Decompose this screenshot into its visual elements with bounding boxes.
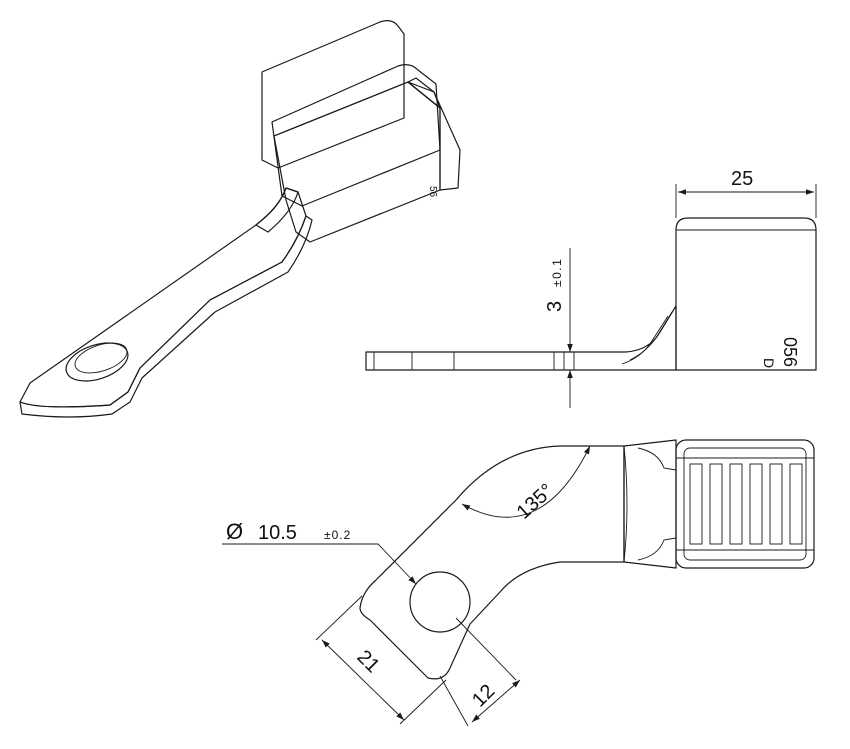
side-plate	[365, 305, 677, 371]
side-mark-prefix: D	[761, 358, 777, 368]
side-mark: 056	[780, 337, 800, 367]
dim-hole-symbol: Ø	[226, 519, 243, 544]
top-terminal	[675, 439, 815, 569]
iso-block-side	[407, 81, 461, 191]
dim-hole-dia: 10.5	[258, 522, 297, 544]
side-view: 056 D 25 3 ±0.1	[365, 168, 817, 408]
iso-neck	[255, 187, 299, 233]
dim-thickness: 3	[544, 301, 566, 312]
isometric-view: 56	[19, 20, 461, 418]
iso-front-wing	[271, 64, 441, 207]
side-upright	[675, 217, 817, 371]
iso-block-front	[273, 81, 441, 243]
dim-thickness-tol: ±0.1	[550, 258, 564, 287]
terminal-slots	[689, 463, 803, 545]
dim-width-25: 25	[731, 168, 753, 190]
iso-plate-top	[19, 187, 307, 408]
dim-angle: 135°	[513, 480, 558, 524]
iso-mark: 56	[427, 186, 438, 198]
iso-block-top	[273, 77, 441, 137]
top-outline	[359, 445, 625, 680]
iso-hole-inner	[74, 342, 128, 374]
top-neck	[623, 439, 677, 569]
top-hole	[409, 571, 471, 633]
iso-hole	[65, 342, 129, 382]
dim-length-21: 21	[352, 646, 383, 677]
dim-tab-12: 12	[468, 680, 499, 711]
iso-plate-edge	[19, 215, 313, 418]
iso-back-wing	[261, 20, 405, 169]
dim-hole-tol: ±0.2	[324, 528, 351, 542]
top-view: 135° Ø 10.5 ±0.2 21 12	[222, 439, 815, 727]
